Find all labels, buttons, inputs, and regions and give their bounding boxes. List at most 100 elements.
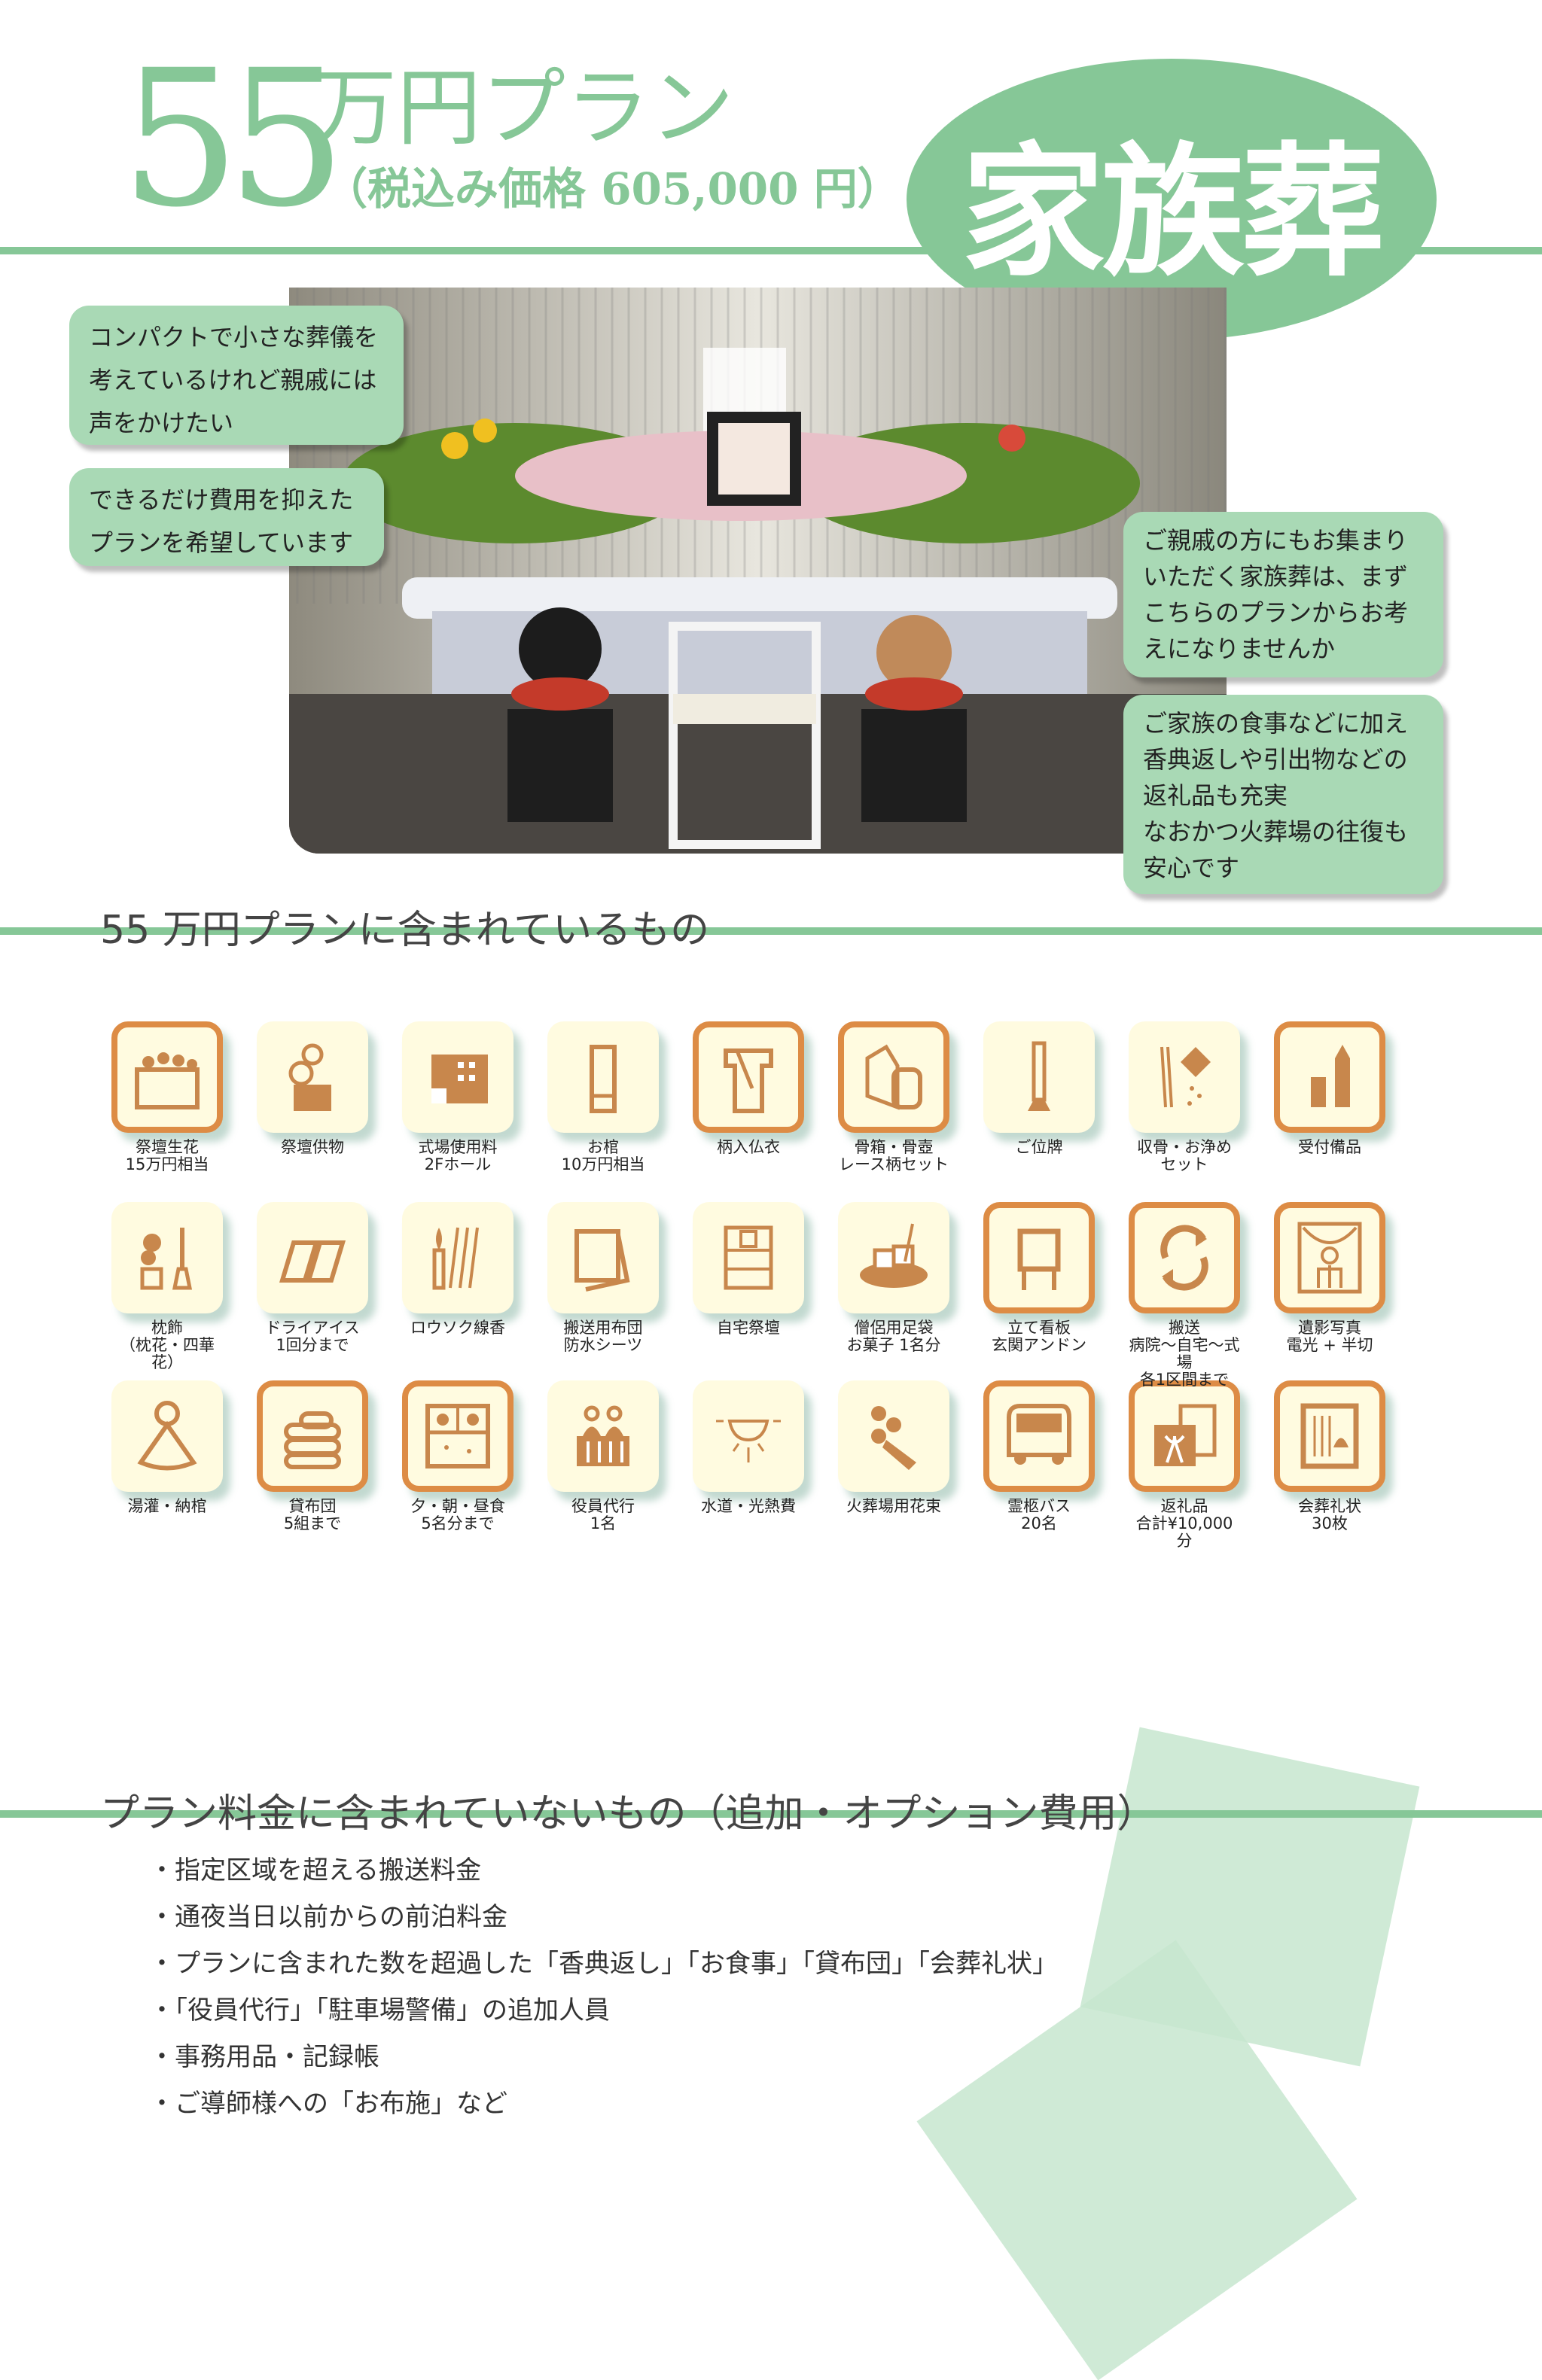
futon-sheet-icon xyxy=(547,1202,659,1313)
coffin-icon xyxy=(547,1021,659,1133)
candle-incense-icon xyxy=(402,1202,513,1313)
bouquet-icon xyxy=(838,1380,949,1492)
bubble-line: ご親戚の方にもお集まり xyxy=(1143,526,1409,555)
included-item: 湯灌・納棺 xyxy=(111,1380,257,1515)
included-item: 搬送用布団 防水シーツ xyxy=(547,1202,693,1354)
included-item: 自宅祭壇 xyxy=(693,1202,838,1337)
included-item-label: 遺影写真 電光 + 半切 xyxy=(1286,1319,1373,1354)
included-item-label: 会葬礼状 30枚 xyxy=(1298,1497,1361,1532)
included-item-label: 夕・朝・昼食 5名分まで xyxy=(410,1497,505,1532)
plan-label: 万円プラン xyxy=(312,59,734,157)
included-item: 受付備品 xyxy=(1274,1021,1419,1156)
included-item-label: ご位牌 xyxy=(1015,1138,1063,1156)
included-item: 火葬場用花束 xyxy=(838,1380,983,1515)
included-item: 水道・光熱費 xyxy=(693,1380,838,1515)
altar-photo xyxy=(289,288,1227,854)
included-item-label: 祭壇生花 15万円相当 xyxy=(125,1138,209,1173)
altar-flowers-icon xyxy=(111,1021,223,1133)
altar-photo-image xyxy=(289,288,1227,854)
included-item-label: 自宅祭壇 xyxy=(717,1319,780,1337)
included-item: 柄入仏衣 xyxy=(693,1021,838,1156)
badge-text: 家族葬 xyxy=(961,129,1385,296)
bubble-line: なおかつ火葬場の往復も xyxy=(1143,817,1409,846)
staff-icon xyxy=(547,1380,659,1492)
dry-ice-icon xyxy=(257,1202,368,1313)
price-number: 55 xyxy=(120,29,346,248)
portrait-icon xyxy=(1274,1202,1385,1313)
sweets-icon xyxy=(838,1202,949,1313)
included-item: 祭壇生花 15万円相当 xyxy=(111,1021,257,1173)
ihai-tablet-icon xyxy=(983,1021,1095,1133)
included-item: 搬送 病院～自宅～式場 各1区間まで xyxy=(1129,1202,1274,1389)
bubble-line: いただく家族葬は、まず xyxy=(1143,562,1409,591)
included-item: 夕・朝・昼食 5名分まで xyxy=(402,1380,547,1532)
header-divider xyxy=(0,247,1542,254)
included-item-label: 湯灌・納棺 xyxy=(127,1497,207,1515)
bubble-line: 考えているけれど親戚には xyxy=(89,366,377,394)
included-item-label: 式場使用料 2Fホール xyxy=(418,1138,498,1173)
excluded-divider xyxy=(0,1810,1542,1818)
speech-bubble-right-2: ご家族の食事などに加え 香典返しや引出物などの 返礼品も充実 なおかつ火葬場の往… xyxy=(1123,695,1443,894)
bubble-line: 香典返しや引出物などの xyxy=(1143,745,1408,774)
hall-building-icon xyxy=(402,1021,513,1133)
included-item: 式場使用料 2Fホール xyxy=(402,1021,547,1173)
included-item: 役員代行 1名 xyxy=(547,1380,693,1532)
included-item: 収骨・お浄め セット xyxy=(1129,1021,1274,1173)
included-item-label: 祭壇供物 xyxy=(281,1138,344,1156)
excluded-item: ・プランに含まれた数を超過した「香典返し」「お食事」「貸布団」「会葬礼状」 xyxy=(149,1949,1058,1979)
included-item: 霊柩バス 20名 xyxy=(983,1380,1129,1532)
burial-robe-icon xyxy=(693,1021,804,1133)
bubble-line: できるだけ費用を抑えた xyxy=(89,485,354,514)
included-item-label: お棺 10万円相当 xyxy=(561,1138,645,1173)
included-item: 枕飾 （枕花・四華花） xyxy=(111,1202,257,1371)
included-item-label: 僧侶用足袋 お菓子 1名分 xyxy=(846,1319,941,1354)
utilities-light-icon xyxy=(693,1380,804,1492)
excluded-item: ・事務用品・記録帳 xyxy=(149,2042,379,2072)
included-item-label: 貸布団 5組まで xyxy=(283,1497,342,1532)
included-item-label: 立て看板 玄関アンドン xyxy=(992,1319,1086,1354)
included-item-label: 搬送用布団 防水シーツ xyxy=(563,1319,643,1354)
bubble-line: 声をかけたい xyxy=(89,409,234,437)
included-item: ロウソク線香 xyxy=(402,1202,547,1337)
speech-bubble-right-1: ご親戚の方にもお集まり いただく家族葬は、まず こちらのプランからお考 えになり… xyxy=(1123,512,1443,677)
excluded-item: ・ご導師様への「お布施」など xyxy=(149,2089,507,2119)
transport-icon xyxy=(1129,1202,1240,1313)
included-item: 遺影写真 電光 + 半切 xyxy=(1274,1202,1419,1354)
tax-included-price: （税込み価格 605,000 円） xyxy=(324,163,901,215)
included-item: ご位牌 xyxy=(983,1021,1129,1156)
included-item: 会葬礼状 30枚 xyxy=(1274,1380,1419,1532)
included-item-label: ドライアイス 1回分まで xyxy=(265,1319,360,1354)
included-item-label: 柄入仏衣 xyxy=(717,1138,780,1156)
included-item-label: ロウソク線香 xyxy=(410,1319,505,1337)
included-item-label: 水道・光熱費 xyxy=(701,1497,796,1515)
included-item-label: 搬送 病院～自宅～式場 各1区間まで xyxy=(1129,1319,1240,1389)
included-item: 立て看板 玄関アンドン xyxy=(983,1202,1129,1354)
included-item-label: 返礼品 合計¥10,000分 xyxy=(1135,1497,1233,1550)
bubble-line: えになりませんか xyxy=(1143,635,1336,663)
included-item: 祭壇供物 xyxy=(257,1021,402,1156)
excluded-heading: プラン料金に含まれていないもの（追加・オプション費用） xyxy=(100,1791,1156,1837)
home-altar-icon xyxy=(693,1202,804,1313)
urn-icon xyxy=(838,1021,949,1133)
bubble-line: 返礼品も充実 xyxy=(1143,781,1288,810)
bubble-line: プランを希望しています xyxy=(89,528,354,557)
included-item: 返礼品 合計¥10,000分 xyxy=(1129,1380,1274,1550)
included-item: 僧侶用足袋 お菓子 1名分 xyxy=(838,1202,983,1354)
bubble-line: コンパクトで小さな葬儀を xyxy=(89,323,379,352)
pillow-flowers-icon xyxy=(111,1202,223,1313)
signboard-icon xyxy=(983,1202,1095,1313)
included-item-label: 役員代行 1名 xyxy=(571,1497,635,1532)
excluded-item: ・指定区域を超える搬送料金 xyxy=(149,1855,481,1885)
excluded-item: ・「役員代行」「駐車場警備」の追加人員 xyxy=(149,1995,610,2025)
bus-icon xyxy=(983,1380,1095,1492)
included-item-label: 枕飾 （枕花・四華花） xyxy=(120,1319,215,1371)
included-item: ドライアイス 1回分まで xyxy=(257,1202,402,1354)
included-divider xyxy=(0,927,1542,935)
included-item-label: 受付備品 xyxy=(1298,1138,1361,1156)
bubble-line: 安心です xyxy=(1143,854,1240,882)
included-item-label: 火葬場用花束 xyxy=(846,1497,941,1515)
bubble-line: ご家族の食事などに加え xyxy=(1143,709,1409,738)
futon-rental-icon xyxy=(257,1380,368,1492)
reception-supplies-icon xyxy=(1274,1021,1385,1133)
included-item: 骨箱・骨壺 レース柄セット xyxy=(838,1021,983,1173)
